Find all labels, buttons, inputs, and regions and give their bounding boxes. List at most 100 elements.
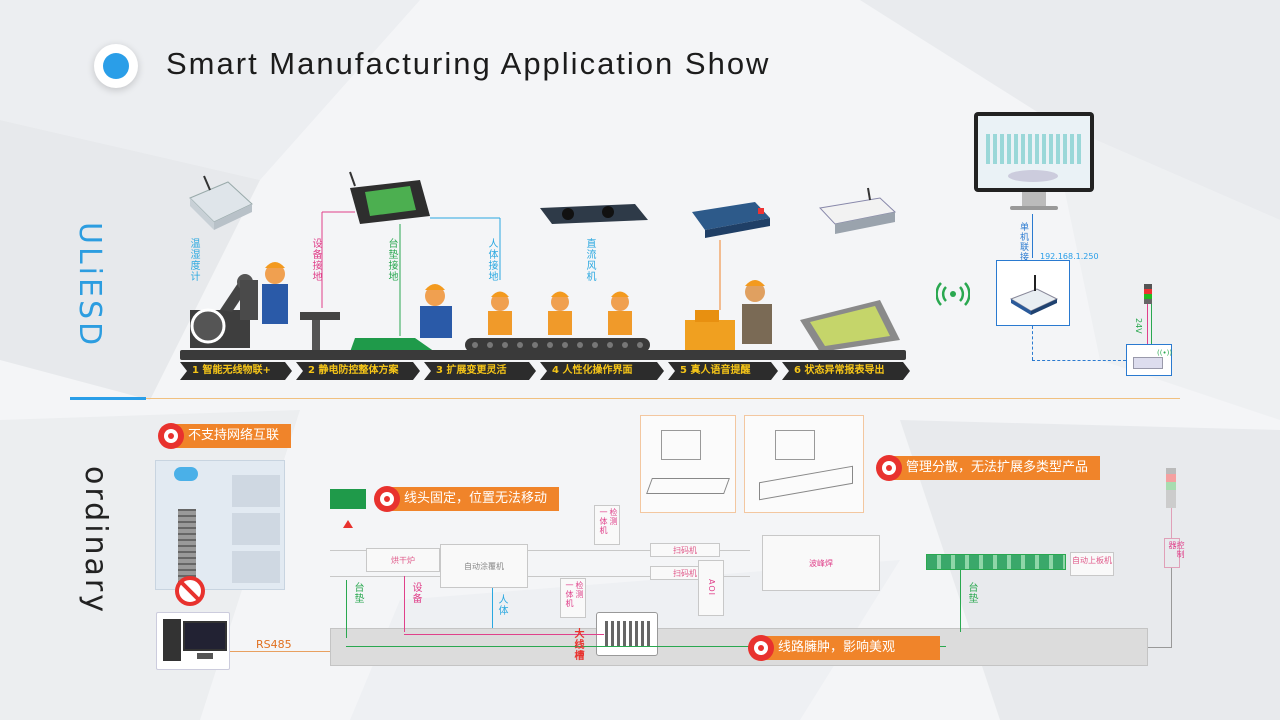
- wire-device: [404, 576, 405, 632]
- wifi-signal-icon: [936, 282, 970, 306]
- green-terminal-block: [330, 489, 366, 509]
- section-label-ordinary: ordinary: [78, 466, 113, 616]
- station-auto-loader: 自动上板机: [1070, 552, 1114, 576]
- label-dc-fan: 直流风机: [584, 238, 595, 282]
- voice-alarm-device-icon: [692, 202, 770, 238]
- worker-icon: [742, 280, 772, 344]
- pc-stand: [197, 653, 213, 659]
- photo-thumbnail: [232, 513, 280, 545]
- title-dot-icon: [94, 44, 138, 88]
- signal-tower-wire: [1151, 304, 1152, 344]
- monitor-base: [1010, 206, 1058, 210]
- signal-tower-icon: [1144, 284, 1152, 304]
- station-aoi: AOI: [698, 560, 724, 616]
- dashed-link-horizontal: [1032, 360, 1126, 361]
- label-big-trough: 大线槽: [572, 628, 583, 661]
- feature-steps: 1 智能无线物联+ 2 静电防控整体方案 3 扩展变更灵活 4 人性化操作界面 …: [180, 362, 914, 380]
- label-inspect-1: 一体机: [599, 508, 608, 535]
- step-5: 5 真人语音提醒: [668, 362, 778, 380]
- network-link-line: [1032, 214, 1033, 258]
- ion-bar-outline-icon: [646, 478, 730, 494]
- warning-no-network: 不支持网络互联: [168, 424, 292, 448]
- warning-icon: [876, 455, 902, 481]
- wire-device-run: [404, 634, 604, 635]
- controller-box: 控制器: [1164, 538, 1185, 568]
- signal-tower-wire: [1147, 304, 1148, 344]
- dc-fan-icon: [540, 204, 648, 224]
- controller-wire-h: [1148, 647, 1172, 648]
- warning-icon: [748, 635, 774, 661]
- controller-wire: [1171, 568, 1172, 648]
- report-device-icon: [818, 187, 897, 234]
- label-standalone: 单机联接: [1018, 222, 1028, 262]
- label-wire-mat: 台垫: [352, 582, 363, 604]
- label-controller: 控制器: [1168, 541, 1185, 559]
- label-rs485: RS485: [256, 638, 292, 651]
- section-label-uliesd: ULiESD: [72, 222, 107, 349]
- label-mat-ground: 台垫接地: [386, 238, 397, 282]
- monitor-stand: [1022, 192, 1046, 206]
- label-ip-address: 192.168.1.250: [1040, 252, 1099, 261]
- standalone-monitor-card-1: [640, 415, 736, 513]
- label-wire-device: 设备: [410, 582, 421, 604]
- label-device-ground: 设备接地: [310, 238, 321, 282]
- label-inspect-1: 一体机: [565, 581, 574, 608]
- worker-icon: [548, 291, 572, 335]
- prohibited-icon: [175, 576, 205, 606]
- robot-arm-icon: [190, 274, 258, 348]
- warning-scattered-management: 管理分散，无法扩展多类型产品: [886, 456, 1101, 480]
- wireless-mini-icon: ((•)): [1157, 349, 1173, 357]
- step-2: 2 静电防控整体方案: [296, 362, 420, 380]
- monitor-display: [974, 112, 1094, 192]
- step-3: 3 扩展变更灵活: [424, 362, 536, 380]
- signal-tower-icon-2: [1166, 468, 1176, 508]
- label-wire-body: 人体: [496, 594, 507, 616]
- pc-tower-icon: [163, 619, 181, 661]
- rs485-line: [230, 651, 330, 652]
- label-aoi: AOI: [707, 579, 716, 596]
- line-bottom: [330, 576, 750, 577]
- label-wire-mat-2: 台垫: [966, 582, 977, 604]
- ion-bar-outline-icon: [759, 465, 853, 501]
- label-body-ground: 人体接地: [486, 238, 497, 282]
- label-inspect-2: 检测: [609, 508, 618, 526]
- pc-monitor-icon: [183, 621, 227, 651]
- cloud-server-panel: [155, 460, 285, 590]
- section-divider: [70, 398, 1180, 399]
- label-voltage: 24V: [1134, 318, 1143, 334]
- dashed-link-vertical: [1032, 326, 1033, 360]
- station-scanner-1: 扫码机: [650, 543, 720, 557]
- orange-machine-icon: [685, 310, 735, 350]
- wire-mat: [346, 580, 347, 638]
- wire-mat-2: [960, 570, 961, 632]
- gateway-device-icon: [1009, 275, 1059, 315]
- sensor-device-icon: [1133, 357, 1163, 369]
- temp-humidity-device-icon: [189, 175, 253, 230]
- page-title: Smart Manufacturing Application Show: [166, 46, 771, 81]
- photo-thumbnail: [232, 475, 280, 507]
- warning-messy-lines: 线路臃肿，影响美观: [758, 636, 940, 660]
- photo-thumbnail: [232, 551, 280, 583]
- warning-icon: [374, 486, 400, 512]
- terminal-block-icon: [605, 621, 651, 647]
- pc-card: [156, 612, 230, 670]
- station-oven: 烘干炉: [366, 548, 440, 572]
- green-conveyor: [926, 554, 1066, 570]
- label-inspect-2: 检测: [575, 581, 584, 599]
- production-line-illustration: [189, 171, 900, 352]
- step-1: 1 智能无线物联+: [180, 362, 292, 380]
- station-inspect-top: 一体机 检测: [594, 505, 620, 545]
- wire-body: [492, 588, 493, 628]
- control-box: [596, 612, 658, 656]
- worker-icon: [262, 262, 288, 324]
- worker-icon: [608, 291, 632, 335]
- label-temp-humidity: 温湿度计: [188, 238, 199, 282]
- warning-icon: [158, 423, 184, 449]
- conveyor-belt: [180, 350, 906, 360]
- mat-ground-monitor-icon: [349, 171, 430, 224]
- up-arrow-icon: [343, 520, 353, 528]
- pc-outline-icon: [661, 430, 701, 460]
- warning-fixed-wiring: 线头固定，位置无法移动: [384, 487, 560, 511]
- worker-icon: [420, 284, 452, 338]
- server-rack-icon: [178, 509, 196, 587]
